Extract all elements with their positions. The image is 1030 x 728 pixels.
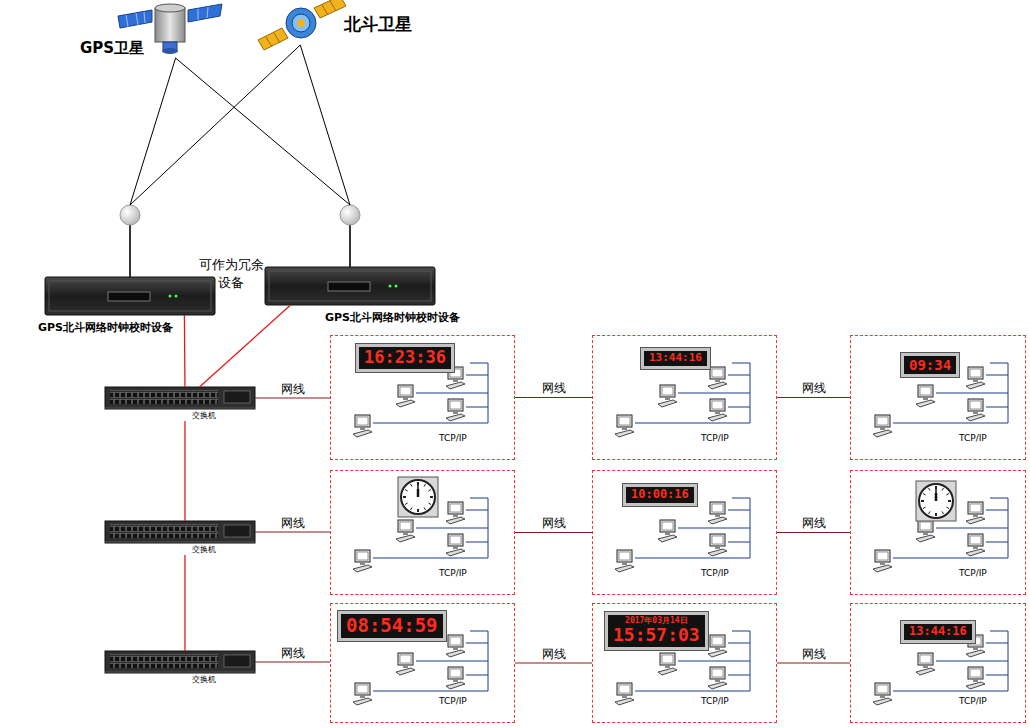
connector-line: [515, 662, 592, 663]
protocol-label: TCP/IP: [701, 696, 729, 706]
clock-digits: 13:44:16: [649, 352, 702, 365]
protocol-label: TCP/IP: [959, 568, 987, 578]
beidou-satellite: [258, 0, 346, 50]
satellite: 北斗卫星: [265, 0, 412, 45]
switch-label: 交换机: [192, 412, 216, 420]
connector-line: [300, 45, 350, 205]
switch: 交换机: [105, 651, 255, 685]
switch-label: 交换机: [192, 546, 216, 554]
clock-digits: 08:54:59: [346, 615, 438, 637]
connector-line: [777, 532, 850, 533]
connector-line: [777, 662, 850, 663]
network-switch: [105, 651, 255, 673]
protocol-label: TCP/IP: [439, 696, 467, 706]
edge-label: 网线: [280, 517, 306, 530]
lan-group: TCP/IP 09:34: [850, 335, 1026, 460]
edge-label: 网线: [280, 647, 306, 660]
edge-label: 网线: [280, 383, 306, 396]
clock-display: 13:44:16: [901, 621, 975, 643]
connector-line: [255, 531, 330, 532]
note: 可作为冗余设备: [194, 256, 268, 291]
device-label: GPS北斗网络时钟校时设备: [38, 320, 173, 335]
connector-line: [130, 45, 300, 205]
satellite: GPS卫星: [78, 3, 200, 58]
edge-label: 网线: [801, 382, 827, 395]
clock-digits: 16:23:36: [364, 348, 446, 368]
connector-line: [255, 397, 330, 398]
timing-device: GPS北斗网络时钟校时设备: [45, 205, 215, 315]
connector-line: [184, 315, 186, 387]
clock-display: 2017年03月14日15:57:03: [605, 612, 708, 650]
lan-group: TCP/IP 13:44:16: [592, 335, 777, 460]
satellite-label: GPS卫星: [80, 39, 144, 58]
connector-line: [255, 661, 330, 662]
clock-digits: 10:00:16: [631, 488, 689, 502]
edge-label: 网线: [541, 382, 567, 395]
protocol-label: TCP/IP: [439, 568, 467, 578]
clock-display: 16:23:36: [356, 344, 454, 372]
connector-line: [184, 555, 185, 651]
edge-label: 网线: [541, 517, 567, 530]
clock-display: 09:34: [901, 353, 959, 377]
lan-group: TCP/IP 08:54:59: [330, 603, 515, 723]
clock-digits: 15:57:03: [613, 625, 700, 646]
edge-label: 网线: [541, 648, 567, 661]
connector-line: [200, 305, 291, 387]
protocol-label: TCP/IP: [701, 433, 729, 443]
switch: 交换机: [105, 387, 255, 421]
clock-digits: 2017年03月14日: [613, 616, 700, 625]
clock-display: 08:54:59: [338, 611, 446, 641]
protocol-label: TCP/IP: [959, 433, 987, 443]
connector-line: [515, 397, 592, 398]
edge-label: 网线: [801, 648, 827, 661]
network-switch: [105, 521, 255, 543]
clock-display: 10:00:16: [623, 484, 697, 506]
lan-group: TCP/IP 13:44:16: [850, 603, 1026, 723]
timing-server: [45, 267, 435, 315]
connector-line: [184, 421, 185, 521]
timing-device: GPS北斗网络时钟校时设备: [265, 205, 435, 305]
clock-digits: 09:34: [909, 357, 951, 373]
connector-line: [777, 397, 850, 398]
network-switch: [105, 387, 255, 409]
clock-display: 13:44:16: [641, 348, 710, 369]
satellite-label: 北斗卫星: [344, 13, 412, 36]
clock-digits: 13:44:16: [909, 625, 967, 639]
lan-group: TCP/IP 16:23:36: [330, 335, 515, 460]
lan-group: TCP/IP: [850, 470, 1026, 595]
switch: 交换机: [105, 521, 255, 555]
protocol-label: TCP/IP: [701, 568, 729, 578]
protocol-label: TCP/IP: [959, 696, 987, 706]
lan-group: TCP/IP: [330, 470, 515, 595]
lan-group: TCP/IP 2017年03月14日15:57:03: [592, 603, 777, 723]
switch-label: 交换机: [192, 676, 216, 684]
edge-label: 网线: [801, 517, 827, 530]
device-label: GPS北斗网络时钟校时设备: [325, 310, 460, 325]
workstations: [353, 363, 1008, 705]
lan-group: TCP/IP 10:00:16: [592, 470, 777, 595]
protocol-label: TCP/IP: [439, 433, 467, 443]
connector-line: [515, 532, 592, 533]
